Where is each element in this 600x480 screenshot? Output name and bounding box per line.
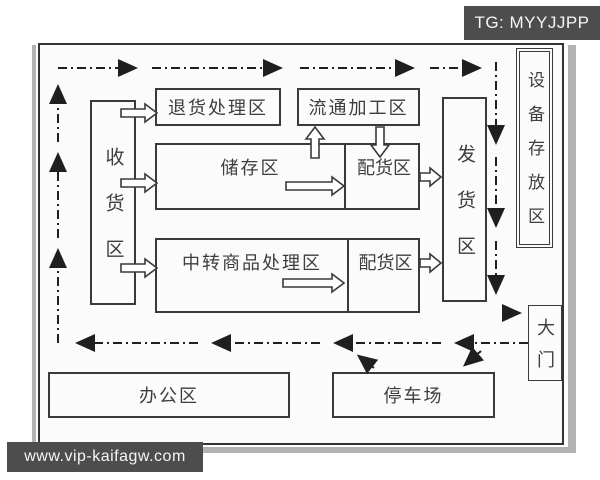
- area-receiving: 收货区: [90, 100, 136, 305]
- watermark-bottom-left: www.vip-kaifagw.com: [7, 442, 203, 472]
- area-equipment-label: 设备存放区: [525, 71, 544, 241]
- area-gate: 大门: [528, 305, 562, 382]
- frame-shadow-left: [32, 45, 36, 449]
- area-shipping: 发货区: [442, 97, 487, 302]
- area-equipment-storage: 设备存放区: [516, 48, 553, 248]
- frame-shadow-bottom: [32, 447, 576, 453]
- area-circulation-label: 流通加工区: [308, 98, 409, 118]
- area-shipping-label: 发货区: [454, 143, 475, 282]
- area-picking-upper: 配货区: [344, 145, 422, 208]
- area-transit-label: 中转商品处理区: [182, 253, 322, 273]
- area-storage-compound: 储存区 配货区: [155, 143, 420, 210]
- area-transit-compound: 中转商品处理区 配货区: [155, 238, 420, 313]
- frame-shadow-right: [568, 45, 576, 452]
- area-storage-label: 储存区: [220, 158, 281, 178]
- area-equipment-inner-border: 设备存放区: [519, 51, 550, 245]
- area-storage: 储存区: [157, 145, 344, 208]
- area-office: 办公区: [48, 372, 290, 418]
- area-picking-lower: 配货区: [347, 240, 422, 311]
- area-returns-processing: 退货处理区: [155, 88, 281, 126]
- area-parking: 停车场: [332, 372, 495, 418]
- area-parking-label: 停车场: [383, 386, 444, 406]
- area-picking-upper-label: 配货区: [357, 158, 411, 178]
- area-returns-label: 退货处理区: [168, 98, 268, 118]
- area-receiving-label: 收货区: [102, 146, 124, 285]
- area-office-label: 办公区: [139, 386, 199, 406]
- watermark-top-right: TG: MYYJJPP: [464, 6, 600, 40]
- area-picking-lower-label: 配货区: [358, 253, 413, 273]
- area-gate-label: 大门: [535, 318, 555, 382]
- area-circulation-processing: 流通加工区: [297, 88, 420, 126]
- area-transit: 中转商品处理区: [157, 240, 347, 311]
